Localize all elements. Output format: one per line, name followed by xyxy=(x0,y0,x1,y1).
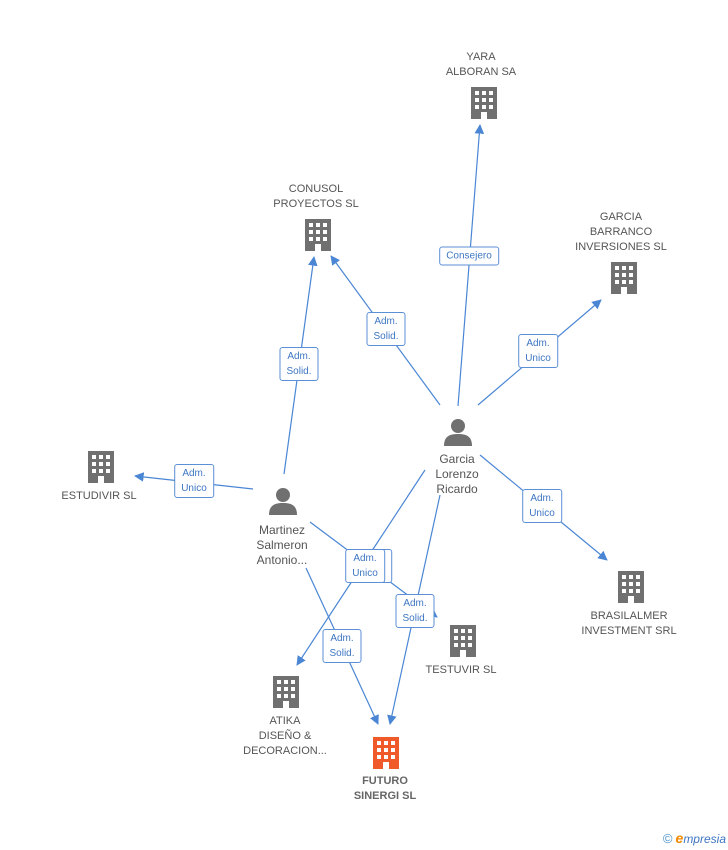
building-icon xyxy=(611,262,637,294)
building-icon xyxy=(373,737,399,769)
building-icon xyxy=(88,451,114,483)
node-label-futuro[interactable]: FUTURO SINERGI SL xyxy=(353,775,417,802)
brand-name: mpresia xyxy=(683,832,726,846)
relation-badge-adm-unico: Adm. Unico xyxy=(518,334,558,368)
person-icon xyxy=(269,488,297,515)
relation-badge-adm-solid: Adm. Solid. xyxy=(395,594,435,628)
person-icon xyxy=(444,419,472,446)
building-icon xyxy=(471,87,497,119)
relation-badge-adm-unico: Adm. Unico xyxy=(345,549,385,583)
relation-badge-adm-unico: Adm. Unico xyxy=(522,489,562,523)
node-label-conusol[interactable]: CONUSOL PROYECTOS SL xyxy=(273,183,359,210)
node-label-yara[interactable]: YARA ALBORAN SA xyxy=(445,51,517,78)
relation-badge-adm-unico: Adm. Unico xyxy=(174,464,214,498)
building-icon xyxy=(305,219,331,251)
brand-initial: e xyxy=(675,830,684,846)
node-label-garcia-lorenzo[interactable]: Garcia Lorenzo Ricardo xyxy=(435,452,479,496)
node-label-martinez[interactable]: Martinez Salmeron Antonio... xyxy=(256,523,308,567)
relation-badge-consejero: Consejero xyxy=(439,246,499,266)
relation-badge-adm-solid: Adm. Solid. xyxy=(322,629,362,663)
node-label-estudivir[interactable]: ESTUDIVIR SL xyxy=(61,490,137,502)
copyright-icon: © xyxy=(662,831,673,846)
node-label-atika[interactable]: ATIKA DISEÑO & DECORACION... xyxy=(243,715,327,757)
edge-garcia-lorenzo-yara xyxy=(457,124,485,407)
building-icon xyxy=(273,676,299,708)
relation-badge-adm-solid: Adm. Solid. xyxy=(366,312,406,346)
node-label-brasilalmer[interactable]: BRASILALMER INVESTMENT SRL xyxy=(581,610,677,637)
relation-badge-adm-solid: Adm. Solid. xyxy=(279,347,319,381)
empresia-logo[interactable]: ©empresia xyxy=(663,830,726,846)
node-label-testuvir[interactable]: TESTUVIR SL xyxy=(425,664,497,676)
building-icon xyxy=(450,625,476,657)
building-icon xyxy=(618,571,644,603)
node-label-garcia-barranco[interactable]: GARCIA BARRANCO INVERSIONES SL xyxy=(575,211,667,253)
